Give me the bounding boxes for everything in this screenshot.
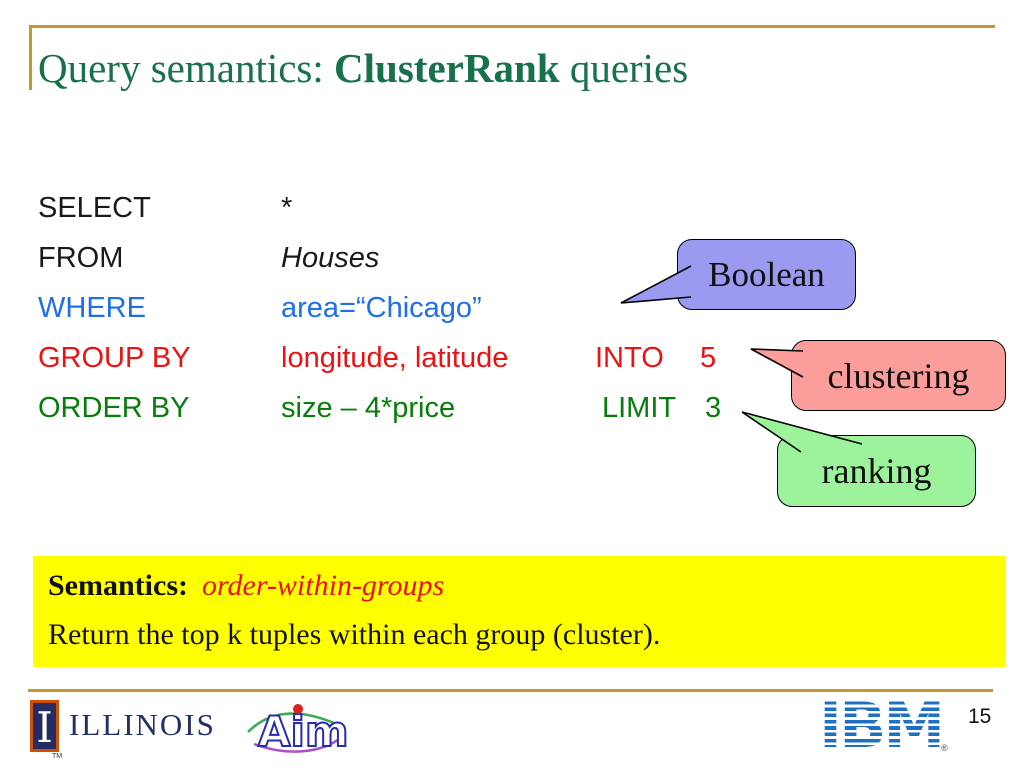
sql-value: area=“Chicago”: [281, 292, 482, 324]
boolean-callout-label: Boolean: [708, 254, 825, 294]
ibm-logo: IBM: [819, 689, 945, 762]
sql-into-keyword: INTO: [595, 342, 664, 374]
sql-value: size – 4*price: [281, 392, 456, 424]
title-emphasis: ClusterRank: [334, 45, 560, 91]
sql-line-where: WHERE area=“Chicago”: [0, 286, 1024, 336]
bottom-gold-rule: [28, 689, 993, 692]
clustering-callout-label: clustering: [827, 355, 970, 396]
svg-text:I: I: [36, 703, 53, 752]
sql-line-select: SELECT *: [0, 186, 1024, 236]
semantics-heading: Semantics:: [48, 569, 188, 602]
sql-limit-keyword: LIMIT: [602, 392, 677, 424]
aim-letters: Aim: [258, 707, 348, 756]
aim-logo: Aim: [247, 704, 348, 757]
sql-line-order-by: ORDER BY size – 4*price LIMIT 3: [0, 386, 1024, 436]
semantics-body: Return the top k tuples within each grou…: [48, 618, 661, 651]
illinois-shield-logo: I: [30, 700, 59, 752]
title-left-gold-rule: [29, 25, 32, 90]
semantics-box: Semantics: order-within-groups Return the…: [33, 556, 1006, 667]
sql-into-value: 5: [700, 342, 717, 374]
clustering-callout: clustering: [791, 340, 1006, 411]
top-gold-rule: [29, 25, 995, 28]
boolean-callout: Boolean: [677, 239, 856, 310]
aim-red-dot: [293, 704, 303, 714]
sql-value: *: [281, 192, 293, 224]
sql-value: longitude, latitude: [281, 342, 509, 374]
ranking-callout: ranking: [777, 435, 976, 507]
sql-keyword: SELECT: [38, 192, 151, 224]
slide-title: Query semantics: ClusterRank queries: [38, 44, 938, 92]
sql-query-block: SELECT * FROM Houses WHERE area=“Chicago…: [0, 186, 1024, 436]
sql-keyword: FROM: [38, 242, 124, 274]
ibm-registered-mark: ®: [941, 743, 948, 753]
semantics-detail: order-within-groups: [201, 569, 445, 602]
illinois-tm-mark: TM: [52, 753, 63, 760]
semantics-heading-line: Semantics: order-within-groups: [48, 569, 444, 603]
title-suffix: queries: [559, 45, 689, 91]
ranking-callout-label: ranking: [821, 451, 932, 491]
sql-line-from: FROM Houses: [0, 236, 1024, 286]
sql-keyword: GROUP BY: [38, 342, 191, 374]
sql-keyword: ORDER BY: [38, 392, 190, 424]
illinois-wordmark: ILLINOIS: [69, 707, 216, 742]
sql-limit-value: 3: [705, 392, 722, 424]
aim-purple-swoosh: [253, 735, 344, 753]
sql-keyword: WHERE: [38, 292, 146, 324]
sql-line-group-by: GROUP BY longitude, latitude INTO 5: [0, 336, 1024, 386]
sql-value: Houses: [281, 242, 380, 274]
aim-green-swoosh: [247, 712, 346, 733]
title-prefix: Query semantics:: [38, 45, 335, 91]
page-number: 15: [968, 705, 992, 728]
